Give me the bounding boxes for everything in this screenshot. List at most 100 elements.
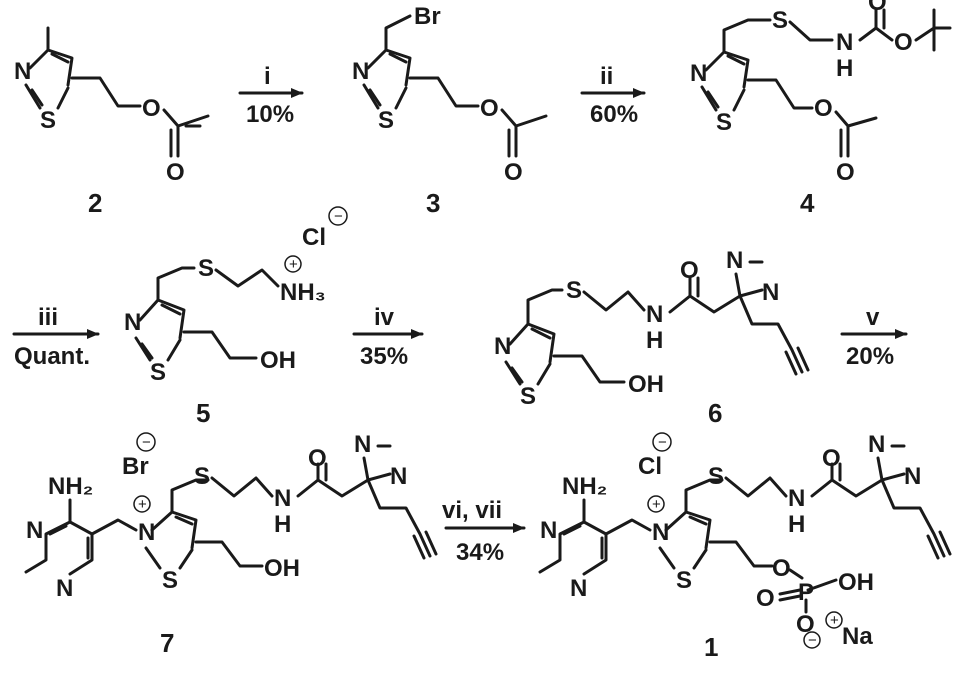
ester-side-chain — [408, 76, 548, 158]
nitrogen-atom: N — [494, 333, 511, 360]
amide-nitrogen-atom: N — [836, 29, 853, 56]
boc-aminoethyl-chain — [788, 8, 952, 52]
negative-charge-symbol: − — [142, 434, 151, 451]
reagent-label: vi, vii — [442, 497, 502, 524]
nitrogen-atom: N — [124, 309, 141, 336]
diazirine-nitrogen-atom-2: N — [904, 463, 921, 490]
pyrimidine-nitrogen-atom-2: N — [56, 575, 73, 602]
compound-number: 5 — [196, 398, 210, 428]
reagent-label: iii — [38, 304, 58, 331]
diazirine-nitrogen-atom: N — [868, 431, 885, 458]
hydroxyl-group: OH — [264, 555, 300, 582]
phosphoryl-oxygen-atom: O — [756, 585, 775, 612]
diazirine-nitrogen-atom-2: N — [390, 463, 407, 490]
reagent-label: iv — [374, 304, 395, 331]
diazirine-ring — [362, 444, 392, 482]
sulfur-atom: S — [676, 567, 692, 594]
amide-nitrogen-atom: N — [646, 301, 663, 328]
pyrimidine-ring — [24, 498, 138, 576]
amide-carbonyl — [668, 276, 742, 314]
compound-4: N S S N H O O O O 4 — [690, 0, 952, 218]
chloride-ion: Cl — [638, 453, 662, 480]
ester-oxygen-atom: O — [894, 29, 913, 56]
phosphate-bonds — [778, 568, 838, 614]
amino-group: NH₂ — [48, 473, 93, 500]
compound-7: NH₂ N N Br − N + S S N H O N N OH 7 — [24, 431, 438, 658]
positive-charge-icon — [133, 495, 151, 513]
oxygen-atom: O — [142, 95, 161, 122]
carbonyl-oxygen-atom: O — [836, 159, 855, 186]
negative-charge-symbol-2: − — [808, 632, 817, 649]
butynyl-chain — [366, 478, 438, 560]
amide-hydrogen-atom: H — [836, 55, 853, 82]
compound-number: 7 — [160, 628, 174, 658]
positive-charge-icon — [647, 495, 665, 513]
diazirine-ring — [876, 444, 906, 482]
hydroxyethyl-chain — [194, 540, 264, 568]
sulfur-atom: S — [520, 383, 536, 410]
carbonyl-oxygen-atom: O — [822, 445, 841, 472]
thiazole-ring — [24, 26, 74, 110]
pyrimidine-ring — [538, 498, 652, 576]
negative-charge-icon — [652, 432, 672, 452]
oxygen-atom: O — [814, 95, 833, 122]
hydroxyl-group: OH — [628, 371, 664, 398]
phosphorus-atom: P — [798, 579, 814, 606]
amide-nitrogen-atom: N — [274, 485, 291, 512]
positive-charge-symbol-2: + — [830, 612, 839, 629]
carbonyl-oxygen-atom: O — [868, 0, 887, 16]
ethyl-linker — [724, 476, 788, 498]
thiazole-ring — [362, 14, 412, 110]
compound-1: NH₂ N N Cl − N + S S N H O N N O P — [538, 431, 952, 662]
compound-6: N S S N H O N N OH 6 — [494, 247, 810, 428]
sulfur-atom: S — [40, 107, 56, 134]
thioether-sulfur-atom: S — [198, 255, 214, 282]
bromine-atom: Br — [414, 3, 441, 30]
carbonyl-oxygen-atom: O — [504, 159, 523, 186]
carbonyl-oxygen-atom: O — [680, 257, 699, 284]
diazirine-nitrogen-atom: N — [354, 431, 371, 458]
thiazolium-nitrogen-atom: N — [652, 519, 669, 546]
pyrimidine-nitrogen-atom-2: N — [570, 575, 587, 602]
diazirine-nitrogen-atom: N — [726, 247, 743, 274]
compound-3: Br N S O O 3 — [352, 3, 548, 218]
hydroxyethyl-chain — [182, 330, 258, 360]
thioether-sulfur-atom: S — [708, 463, 724, 490]
reaction-arrow-iii: iii Quant. — [12, 304, 100, 370]
reaction-arrow-ii: ii 60% — [580, 63, 646, 128]
compound-number: 6 — [708, 398, 722, 428]
thiazolium-ring — [658, 478, 724, 570]
compound-number: 4 — [800, 188, 815, 218]
ethyl-linker — [210, 476, 274, 498]
ethyl-linker — [582, 290, 646, 312]
ammonium-group: NH₃ — [280, 279, 326, 306]
ester-side-chain — [70, 76, 210, 158]
amide-hydrogen-atom: H — [646, 327, 663, 354]
reaction-arrow-vi-vii: vi, vii 34% — [442, 497, 526, 566]
hydroxyl-group: OH — [260, 347, 296, 374]
amide-carbonyl — [296, 462, 370, 498]
yield-label: Quant. — [14, 343, 90, 370]
carbonyl-oxygen-atom: O — [308, 445, 327, 472]
butynyl-chain — [738, 294, 810, 376]
sulfur-atom: S — [716, 109, 732, 136]
nitrogen-atom: N — [352, 58, 369, 85]
compound-number: 3 — [426, 188, 440, 218]
reagent-label: ii — [600, 63, 613, 90]
amino-group: NH₂ — [562, 473, 607, 500]
positive-charge-symbol: + — [289, 256, 298, 273]
oxygen-atom: O — [480, 95, 499, 122]
phosphoethyl-chain — [708, 540, 774, 568]
yield-label: 10% — [246, 101, 294, 128]
amide-hydrogen-atom: H — [274, 511, 291, 538]
yield-label: 34% — [456, 539, 504, 566]
yield-label: 60% — [590, 101, 638, 128]
sulfur-atom: S — [378, 107, 394, 134]
thioether-sulfur-atom: S — [566, 277, 582, 304]
negative-charge-symbol: − — [334, 208, 343, 225]
thiazolium-ring — [144, 478, 210, 570]
reagent-label: v — [866, 304, 880, 331]
hydroxyethyl-chain — [552, 354, 626, 384]
negative-charge-icon — [328, 206, 348, 226]
